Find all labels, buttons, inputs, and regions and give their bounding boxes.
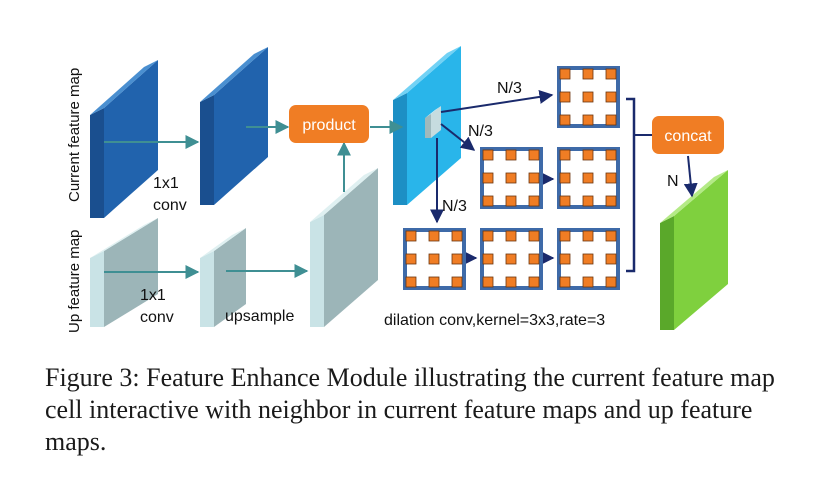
kernel-tap <box>528 253 540 265</box>
kernel-tap <box>505 195 517 207</box>
product-label: product <box>302 117 356 134</box>
kernel-tap <box>559 149 571 161</box>
kernel-tap <box>605 253 617 265</box>
current-feature-map <box>90 60 158 218</box>
kernel-tap <box>482 230 494 242</box>
kernel-tap <box>482 195 494 207</box>
kernel-tap <box>482 253 494 265</box>
kernel-tap <box>559 68 571 80</box>
kernel-tap <box>505 149 517 161</box>
kernel-tap <box>582 172 594 184</box>
kernel-tap <box>605 195 617 207</box>
kernel-tap <box>559 91 571 103</box>
kernel-tap <box>505 230 517 242</box>
up-feature-map-label: Up feature map <box>66 230 83 333</box>
current-feature-map-label: Current feature map <box>66 68 83 202</box>
kernel-tap <box>405 276 417 288</box>
kernel-tap <box>528 149 540 161</box>
kernel-tap <box>451 230 463 242</box>
kernel-tap <box>559 230 571 242</box>
kernel-tap <box>451 253 463 265</box>
concat-label: concat <box>664 128 712 145</box>
arrow-split-top <box>440 89 554 113</box>
kernel-tap <box>528 276 540 288</box>
kernel-tap <box>482 149 494 161</box>
conv-bottom-label-1: 1x1 <box>140 287 166 304</box>
kernel-tap <box>428 230 440 242</box>
kernel-tap <box>582 68 594 80</box>
upsampled-feature-map <box>310 168 378 327</box>
kernel-tap <box>605 276 617 288</box>
kernel-tap <box>559 114 571 126</box>
split-top-label: N/3 <box>497 80 522 97</box>
kernel-tap <box>405 253 417 265</box>
kernel-top-1-icon <box>557 66 620 128</box>
kernel-tap <box>505 276 517 288</box>
kernel-tap <box>582 195 594 207</box>
figure-number: Figure 3: <box>45 363 140 392</box>
kernel-tap <box>451 276 463 288</box>
caption-text: Feature Enhance Module illustrating the … <box>45 363 782 456</box>
conv-top-label-1: 1x1 <box>153 175 179 192</box>
kernel-tap <box>582 91 594 103</box>
kernel-tap <box>559 195 571 207</box>
kernel-mid-1-icon <box>480 147 543 209</box>
kernel-tap <box>428 253 440 265</box>
kernel-tap <box>405 230 417 242</box>
kernel-bottom-2-icon <box>480 228 543 290</box>
conv-top-label-2: conv <box>153 197 187 214</box>
kernel-mid-2-icon <box>557 147 620 209</box>
split-mid-label: N/3 <box>468 123 493 140</box>
upsample-label: upsample <box>225 308 294 325</box>
dilated-kernels <box>403 66 620 290</box>
kernel-tap <box>605 149 617 161</box>
kernel-tap <box>605 68 617 80</box>
conv-bottom-label-2: conv <box>140 309 174 326</box>
arrow-split-mid <box>440 123 476 151</box>
feature-enhance-diagram: Current feature map Up feature map <box>66 46 728 333</box>
concat-bracket <box>626 97 636 273</box>
kernel-tap <box>428 276 440 288</box>
selected-cell <box>425 106 441 138</box>
kernel-tap <box>582 114 594 126</box>
conv-feature-map-top <box>200 47 268 205</box>
figure-caption: Figure 3: Feature Enhance Module illustr… <box>45 362 785 458</box>
split-bottom-label: N/3 <box>442 198 467 215</box>
kernel-tap <box>505 172 517 184</box>
kernel-tap <box>582 230 594 242</box>
kernel-tap <box>559 276 571 288</box>
kernel-tap <box>528 172 540 184</box>
kernel-tap <box>582 276 594 288</box>
conv-feature-map-bottom <box>200 228 246 327</box>
kernel-bottom-1-icon <box>403 228 466 290</box>
kernel-tap <box>559 172 571 184</box>
kernel-tap <box>582 149 594 161</box>
kernel-tap <box>482 172 494 184</box>
kernel-tap <box>528 195 540 207</box>
kernel-tap <box>605 230 617 242</box>
kernel-tap <box>605 91 617 103</box>
arrow-concat-out <box>683 155 698 198</box>
kernel-tap <box>528 230 540 242</box>
concat-n-label: N <box>667 173 679 190</box>
kernel-tap <box>582 253 594 265</box>
kernel-tap <box>505 253 517 265</box>
kernel-tap <box>559 253 571 265</box>
kernel-tap <box>482 276 494 288</box>
kernel-tap <box>605 172 617 184</box>
concat-feature-map <box>660 170 728 330</box>
concat-box <box>652 116 724 154</box>
dilation-label: dilation conv,kernel=3x3,rate=3 <box>384 312 605 329</box>
kernel-tap <box>605 114 617 126</box>
kernel-bottom-3-icon <box>557 228 620 290</box>
product-box <box>289 105 369 143</box>
